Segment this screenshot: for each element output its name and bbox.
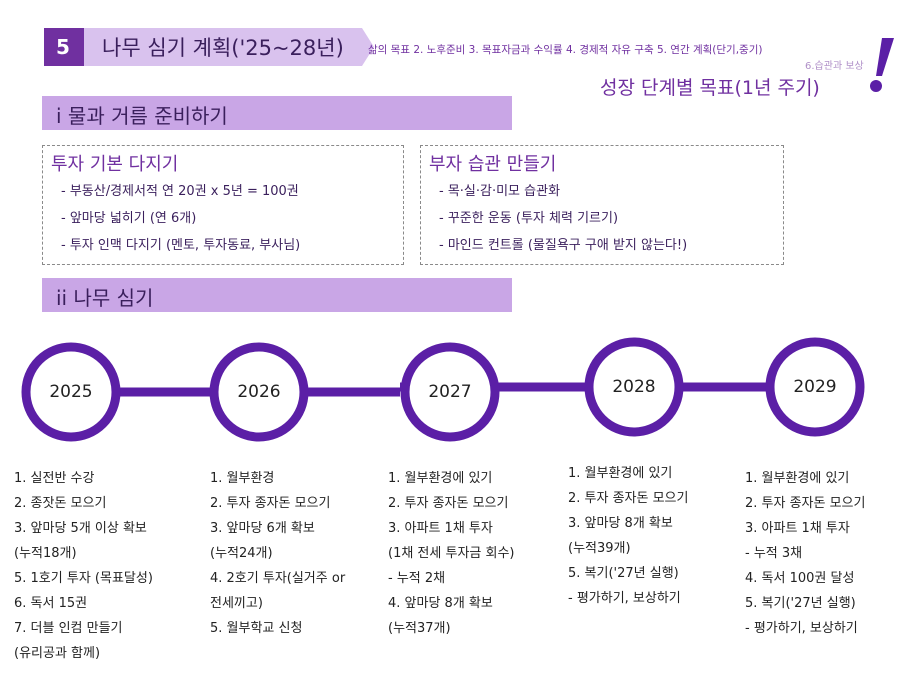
- timeline-node-2025: [21, 342, 121, 442]
- plan-item: 5. 복기('27년 실행): [745, 596, 856, 611]
- box1-item: - 부동산/경제서적 연 20권 x 5년 = 100권: [61, 184, 299, 199]
- section-bar-i-label: i 물과 거름 준비하기: [56, 104, 228, 128]
- plan-item: 1. 실전반 수강: [14, 471, 95, 486]
- year-label: 2028: [612, 377, 656, 397]
- timeline: 2025 2026 2027 2028 2029: [0, 330, 912, 450]
- plan-item: - 누적 3채: [745, 546, 803, 561]
- plan-item: 2. 종잣돈 모으기: [14, 496, 107, 511]
- plan-item: - 평가하기, 보상하기: [745, 621, 858, 636]
- plan-item: 4. 독서 100권 달성: [745, 571, 855, 586]
- plan-item: 3. 앞마당 5개 이상 확보: [14, 521, 147, 536]
- timeline-node-2027: [400, 342, 500, 442]
- year-label: 2025: [49, 382, 93, 402]
- plan-item: 3. 앞마당 8개 확보: [568, 516, 673, 531]
- box1-title: 투자 기본 다지기: [51, 154, 179, 175]
- box2-title: 부자 습관 만들기: [429, 154, 557, 175]
- plan-item: (누적24개): [210, 546, 273, 561]
- timeline-node-2028: [584, 337, 684, 437]
- box1-item: - 앞마당 넓히기 (연 6개): [61, 211, 197, 226]
- box2-item: - 꾸준한 운동 (투자 체력 기르기): [439, 211, 619, 226]
- plan-item: 3. 아파트 1채 투자: [388, 521, 493, 536]
- plan-item: (1채 전세 투자금 회수): [388, 546, 515, 561]
- section-bar-ii-label: ii 나무 심기: [56, 286, 154, 310]
- plan-item: (누적18개): [14, 546, 77, 561]
- section-title: 나무 심기 계획('25~28년): [102, 36, 344, 60]
- section-bar-i: i 물과 거름 준비하기: [42, 96, 512, 130]
- box2-item: - 마인드 컨트롤 (물질욕구 구애 받지 않는다!): [439, 238, 688, 253]
- plan-item: 1. 월부환경에 있기: [568, 466, 673, 481]
- box2-item: - 목·실·감·미모 습관화: [439, 184, 561, 199]
- goal-title: 성장 단계별 목표(1년 주기): [600, 77, 820, 99]
- box-rich-habits: 부자 습관 만들기 - 목·실·감·미모 습관화 - 꾸준한 운동 (투자 체력…: [420, 145, 784, 265]
- nav-extra[interactable]: 6.습관과 보상: [805, 61, 864, 72]
- plan-item: 전세끼고): [210, 596, 263, 611]
- section-bar-ii: ii 나무 심기: [42, 278, 512, 312]
- nav-breadcrumb[interactable]: 삶의 목표 2. 노후준비 3. 목표자금과 수익률 4. 경제적 자유 구축 …: [368, 44, 763, 56]
- plan-item: 4. 2호기 투자(실거주 or: [210, 571, 346, 586]
- plan-item: - 평가하기, 보상하기: [568, 591, 681, 606]
- plan-item: 2. 투자 종자돈 모으기: [210, 496, 331, 511]
- timeline-node-2029: [765, 337, 865, 437]
- plan-item: 2. 투자 종자돈 모으기: [568, 491, 689, 506]
- plan-item: 5. 월부학교 신청: [210, 621, 303, 636]
- plan-item: 7. 더블 인컴 만들기: [14, 621, 123, 636]
- section-banner: [44, 28, 374, 66]
- timeline-node-2026: [209, 342, 309, 442]
- plan-item: 4. 앞마당 8개 확보: [388, 596, 493, 611]
- year-label: 2027: [428, 382, 472, 402]
- exclamation-icon: [866, 38, 896, 94]
- plan-item: 1. 월부환경에 있기: [388, 471, 493, 486]
- year-label: 2026: [237, 382, 281, 402]
- plan-item: 6. 독서 15권: [14, 596, 88, 611]
- plan-item: 1. 월부환경에 있기: [745, 471, 850, 486]
- plan-item: 2. 투자 종자돈 모으기: [388, 496, 509, 511]
- plan-item: (누적37개): [388, 621, 451, 636]
- year-label: 2029: [793, 377, 837, 397]
- box1-item: - 투자 인맥 다지기 (멘토, 투자동료, 부사님): [61, 238, 301, 253]
- plan-item: - 누적 2채: [388, 571, 446, 586]
- plan-item: 5. 복기('27년 실행): [568, 566, 679, 581]
- plan-item: (유리공과 함께): [14, 646, 101, 661]
- box-investment-basics: 투자 기본 다지기 - 부동산/경제서적 연 20권 x 5년 = 100권 -…: [42, 145, 404, 265]
- section-number: 5: [56, 35, 70, 59]
- plan-item: (누적39개): [568, 541, 631, 556]
- timeline-graphic: [21, 337, 865, 442]
- plan-item: 1. 월부환경: [210, 471, 275, 486]
- plan-item: 3. 아파트 1채 투자: [745, 521, 850, 536]
- plan-item: 3. 앞마당 6개 확보: [210, 521, 315, 536]
- plan-item: 2. 투자 종자돈 모으기: [745, 496, 866, 511]
- plan-item: 5. 1호기 투자 (목표달성): [14, 571, 153, 586]
